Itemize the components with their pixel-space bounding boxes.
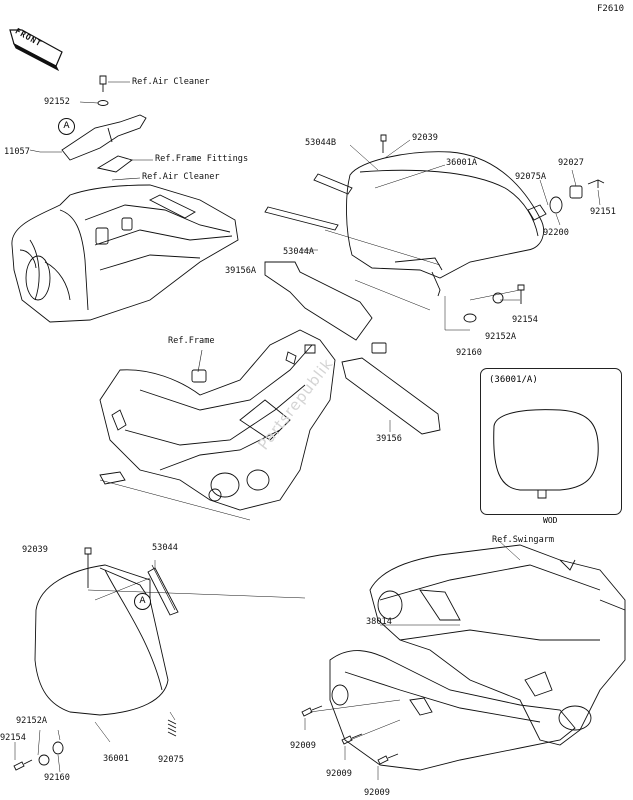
label-92200[interactable]: 92200 [543,228,569,238]
callout-a-bottom[interactable]: A [134,593,151,610]
variant-title: (36001/A) [489,375,538,385]
variant-note: WOD [543,516,558,525]
label-11057[interactable]: 11057 [4,147,30,157]
frame-drawing [99,329,336,511]
diagram-code: F2610 [597,4,625,14]
guide-line-frame [99,479,251,521]
swingarm-drawing [369,544,626,746]
callout-a-top[interactable]: A [58,118,75,135]
label-ref-air-cleaner[interactable]: Ref.Air Cleaner [132,77,210,87]
label-53044[interactable]: 53044 [152,543,178,553]
label-92075a[interactable]: 92075A [515,172,547,182]
chain-guard-drawing [301,650,576,771]
label-92154-bottom[interactable]: 92154 [0,733,26,743]
variant-box: (36001/A) WOD [480,368,622,525]
variant-cover-tab [537,490,547,499]
leader-ref-frame [197,349,203,373]
label-92039-top[interactable]: 92039 [412,133,438,143]
variant-cover-drawing [493,409,599,491]
leader-lines-top-left [29,81,153,181]
label-36001[interactable]: 36001 [103,754,129,764]
chain-cover-upper-drawing [264,134,605,297]
label-ref-swingarm[interactable]: Ref.Swingarm [492,535,555,545]
label-92009-c[interactable]: 92009 [364,788,390,798]
guide-lines-upper [300,139,601,331]
guide-lines-swingarm [304,539,521,780]
chain-cover-lower-drawing [13,547,179,771]
label-92151[interactable]: 92151 [590,207,616,217]
label-92009-a[interactable]: 92009 [290,741,316,751]
label-38014[interactable]: 38014 [366,617,392,627]
air-cleaner-drawing [11,75,239,323]
label-ref-frame-fittings[interactable]: Ref.Frame Fittings [155,154,249,164]
label-92160-bottom[interactable]: 92160 [44,773,70,783]
label-92075[interactable]: 92075 [158,755,184,765]
label-36001a[interactable]: 36001A [446,158,478,168]
label-53044a[interactable]: 53044A [283,247,315,257]
fasteners-upper-right [371,284,525,354]
label-92009-b[interactable]: 92009 [326,769,352,779]
label-92152[interactable]: 92152 [44,97,70,107]
label-92160-top[interactable]: 92160 [456,348,482,358]
label-39156a[interactable]: 39156A [225,266,257,276]
front-arrow-icon [9,29,63,72]
pad-39156A-drawing [264,261,373,341]
label-92152a-bottom[interactable]: 92152A [16,716,48,726]
label-92154-top[interactable]: 92154 [512,315,538,325]
label-92152a-top[interactable]: 92152A [485,332,517,342]
guide-lines-lower-left [14,560,306,773]
label-ref-frame[interactable]: Ref.Frame [168,336,215,346]
label-92039-bottom[interactable]: 92039 [22,545,48,555]
label-ref-air-cleaner-2[interactable]: Ref.Air Cleaner [142,172,220,182]
pad-39156-drawing [341,357,441,435]
label-39156[interactable]: 39156 [376,434,402,444]
label-53044b[interactable]: 53044B [305,138,337,148]
label-92027[interactable]: 92027 [558,158,584,168]
